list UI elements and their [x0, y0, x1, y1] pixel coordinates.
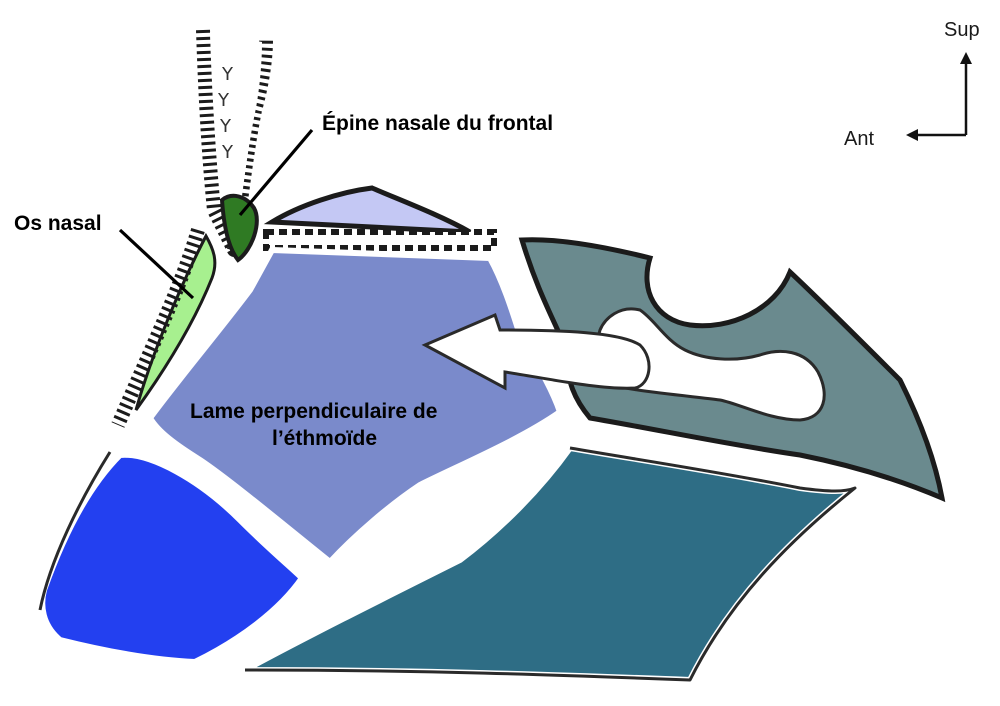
sup-label: Sup — [944, 19, 980, 41]
svg-text:Y: Y — [221, 64, 234, 85]
lame-label-line2: l’éthmoïde — [272, 427, 377, 450]
crista-galli-region — [263, 185, 472, 235]
epine-nasale-region — [219, 193, 259, 263]
left-arrowhead-icon — [906, 129, 918, 141]
ant-label: Ant — [844, 128, 874, 150]
svg-text:Y: Y — [217, 90, 230, 111]
orientation-indicator: Sup Ant — [844, 19, 980, 150]
lame-label-line1: Lame perpendiculaire de — [190, 400, 437, 423]
epine-nasale-label: Épine nasale du frontal — [322, 112, 553, 135]
epine-nasale-leader — [238, 128, 314, 217]
cribriform-strip — [263, 229, 497, 251]
frontal-bone-strip: Y Y Y Y — [196, 29, 273, 257]
os-nasal-region — [134, 232, 217, 411]
os-nasal-leader — [118, 228, 195, 300]
svg-text:Y: Y — [219, 116, 232, 137]
direction-arrow — [421, 312, 651, 391]
sinus-cavity — [588, 307, 826, 422]
svg-text:Y: Y — [221, 142, 234, 163]
os-nasal-label: Os nasal — [14, 212, 102, 235]
up-arrowhead-icon — [960, 52, 972, 64]
